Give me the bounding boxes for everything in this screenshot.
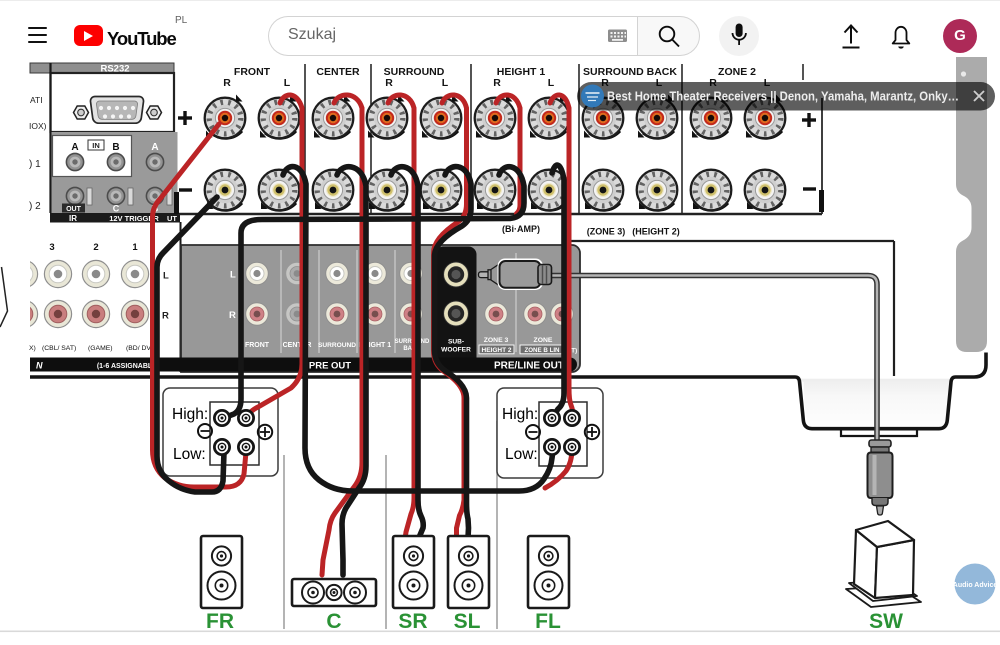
svg-text:L: L [442, 77, 449, 89]
svg-text:IN: IN [92, 141, 100, 150]
svg-text:SR: SR [398, 610, 427, 633]
svg-text:L: L [284, 77, 291, 89]
svg-text:PRE/LINE OUT: PRE/LINE OUT [494, 361, 564, 372]
svg-text:SL: SL [454, 610, 481, 633]
svg-text:3: 3 [49, 242, 54, 253]
svg-text:IR: IR [69, 214, 77, 223]
svg-text:SUB-: SUB- [448, 339, 464, 346]
svg-text:B: B [112, 142, 119, 153]
svg-text:(Bi·AMP): (Bi·AMP) [502, 224, 540, 234]
svg-text:L: L [163, 271, 169, 282]
svg-text:R: R [162, 311, 169, 322]
svg-text:WOOFER: WOOFER [441, 347, 471, 354]
svg-text:UT: UT [167, 214, 177, 223]
svg-text:High:: High: [172, 406, 208, 423]
svg-text:(CBL/ SAT): (CBL/ SAT) [42, 345, 76, 352]
svg-text:RS232: RS232 [100, 64, 129, 75]
svg-text:SW: SW [869, 610, 903, 633]
svg-text:IOX): IOX) [29, 121, 47, 131]
svg-text:CENTER: CENTER [283, 342, 312, 349]
svg-text:ZONE 2: ZONE 2 [718, 66, 756, 78]
svg-text:(1-6 ASSIGNABLE): (1-6 ASSIGNABLE) [97, 363, 159, 370]
svg-text:FL: FL [535, 610, 561, 633]
svg-text:ZONE 3: ZONE 3 [484, 337, 509, 344]
svg-text:C: C [113, 204, 120, 214]
svg-text:HEIGHT 2: HEIGHT 2 [482, 347, 512, 354]
svg-text:A: A [71, 142, 78, 153]
svg-text:SURROUND: SURROUND [318, 342, 356, 349]
svg-text:C: C [326, 610, 341, 633]
svg-text:PRE OUT: PRE OUT [309, 361, 351, 372]
svg-text:X): X) [29, 345, 36, 352]
svg-text:High:: High: [502, 406, 538, 423]
svg-text:1: 1 [132, 242, 138, 253]
svg-text:Best Home Theater Receivers ||: Best Home Theater Receivers || Denon, Ya… [607, 89, 959, 104]
svg-text:L: L [548, 77, 555, 89]
svg-text:N: N [36, 361, 43, 371]
svg-text:OUT: OUT [66, 206, 82, 213]
svg-text:CENTER: CENTER [316, 66, 360, 78]
svg-text:) 2: ) 2 [29, 201, 41, 212]
svg-text:ATI: ATI [30, 95, 43, 105]
svg-text:FRONT: FRONT [245, 342, 270, 349]
svg-text:L: L [230, 270, 236, 281]
svg-text:(BD/ DV: (BD/ DV [126, 345, 151, 352]
svg-text:A: A [151, 142, 158, 153]
svg-text:R: R [385, 77, 393, 89]
svg-text:UT): UT) [567, 348, 577, 355]
svg-text:HEIGHT 1: HEIGHT 1 [359, 342, 391, 349]
svg-text:) 1: ) 1 [29, 159, 41, 170]
svg-text:FR: FR [206, 610, 234, 633]
svg-text:(HEIGHT 2): (HEIGHT 2) [632, 227, 680, 237]
svg-text:(ZONE 3): (ZONE 3) [587, 227, 626, 237]
svg-text:12V TRIGGER: 12V TRIGGER [109, 214, 159, 223]
svg-text:HEIGHT 1: HEIGHT 1 [497, 66, 546, 78]
svg-text:ZONE: ZONE [534, 337, 553, 344]
svg-text:R: R [229, 310, 236, 321]
svg-text:R: R [223, 77, 231, 89]
svg-text:ZONE B LIN: ZONE B LIN [524, 347, 560, 354]
svg-text:FRONT: FRONT [234, 66, 271, 78]
svg-text:SURROUND: SURROUND [384, 66, 445, 78]
svg-text:Low:: Low: [505, 446, 538, 463]
svg-text:R: R [493, 77, 501, 89]
svg-text:2: 2 [93, 242, 98, 253]
svg-text:Audio Advice: Audio Advice [953, 582, 998, 589]
svg-text:Low:: Low: [173, 446, 206, 463]
svg-text:(GAME): (GAME) [88, 345, 113, 352]
svg-text:SURROUND BACK: SURROUND BACK [583, 66, 677, 78]
